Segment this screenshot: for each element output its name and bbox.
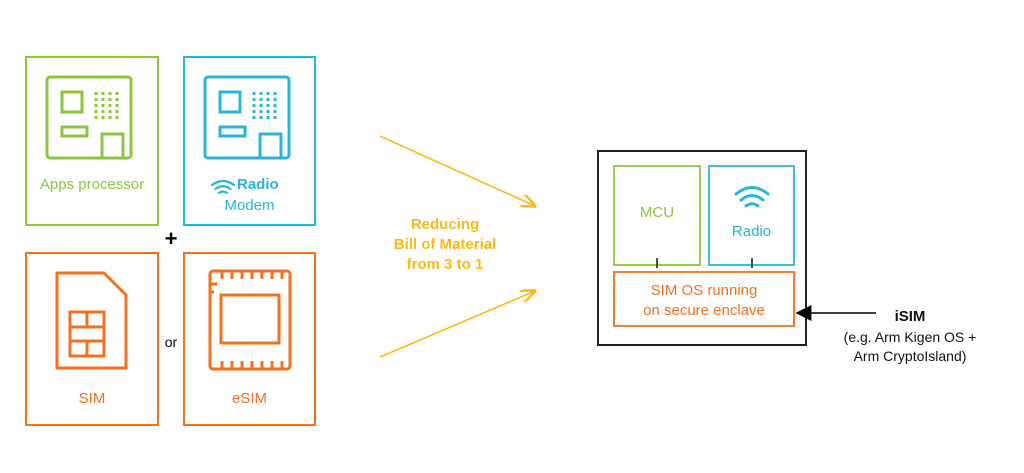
esim-label: eSIM <box>231 390 267 407</box>
or-label: or <box>164 334 178 350</box>
sim-box <box>25 252 159 426</box>
radio-label: Radio <box>237 176 279 193</box>
modem-label: Modem <box>224 197 275 214</box>
apps-processor-box <box>25 56 159 226</box>
plus-sign: + <box>164 226 178 251</box>
esim-box <box>183 252 316 426</box>
isim-title: iSIM <box>894 308 926 325</box>
sim-card-icon <box>55 271 128 370</box>
reducing-line2: Bill of Material <box>393 236 497 253</box>
sim-os-line2: on secure enclave <box>643 302 765 319</box>
radio-inner-label: Radio <box>731 223 772 240</box>
sim-label: SIM <box>78 390 106 407</box>
radio-modem-box <box>183 56 316 226</box>
isim-note-line1: (e.g. Arm Kigen OS + <box>843 329 977 345</box>
esim-chip-icon <box>208 269 292 371</box>
reducing-line3: from 3 to 1 <box>406 256 484 273</box>
apps-processor-label: Apps processor <box>39 176 145 193</box>
isim-package-box <box>597 150 807 346</box>
arrow-top <box>379 135 535 206</box>
wifi-icon <box>210 179 236 195</box>
reducing-line1: Reducing <box>410 216 480 233</box>
mcu-label: MCU <box>639 204 675 221</box>
chip-icon <box>203 75 291 160</box>
isim-note-line2: Arm CryptoIsland) <box>853 348 967 364</box>
sim-os-box <box>613 271 795 327</box>
wifi-icon <box>734 186 770 208</box>
radio-box <box>708 165 795 266</box>
sim-os-line1: SIM OS running <box>650 282 758 299</box>
arrow-bottom <box>379 291 535 358</box>
chip-icon <box>45 75 133 160</box>
